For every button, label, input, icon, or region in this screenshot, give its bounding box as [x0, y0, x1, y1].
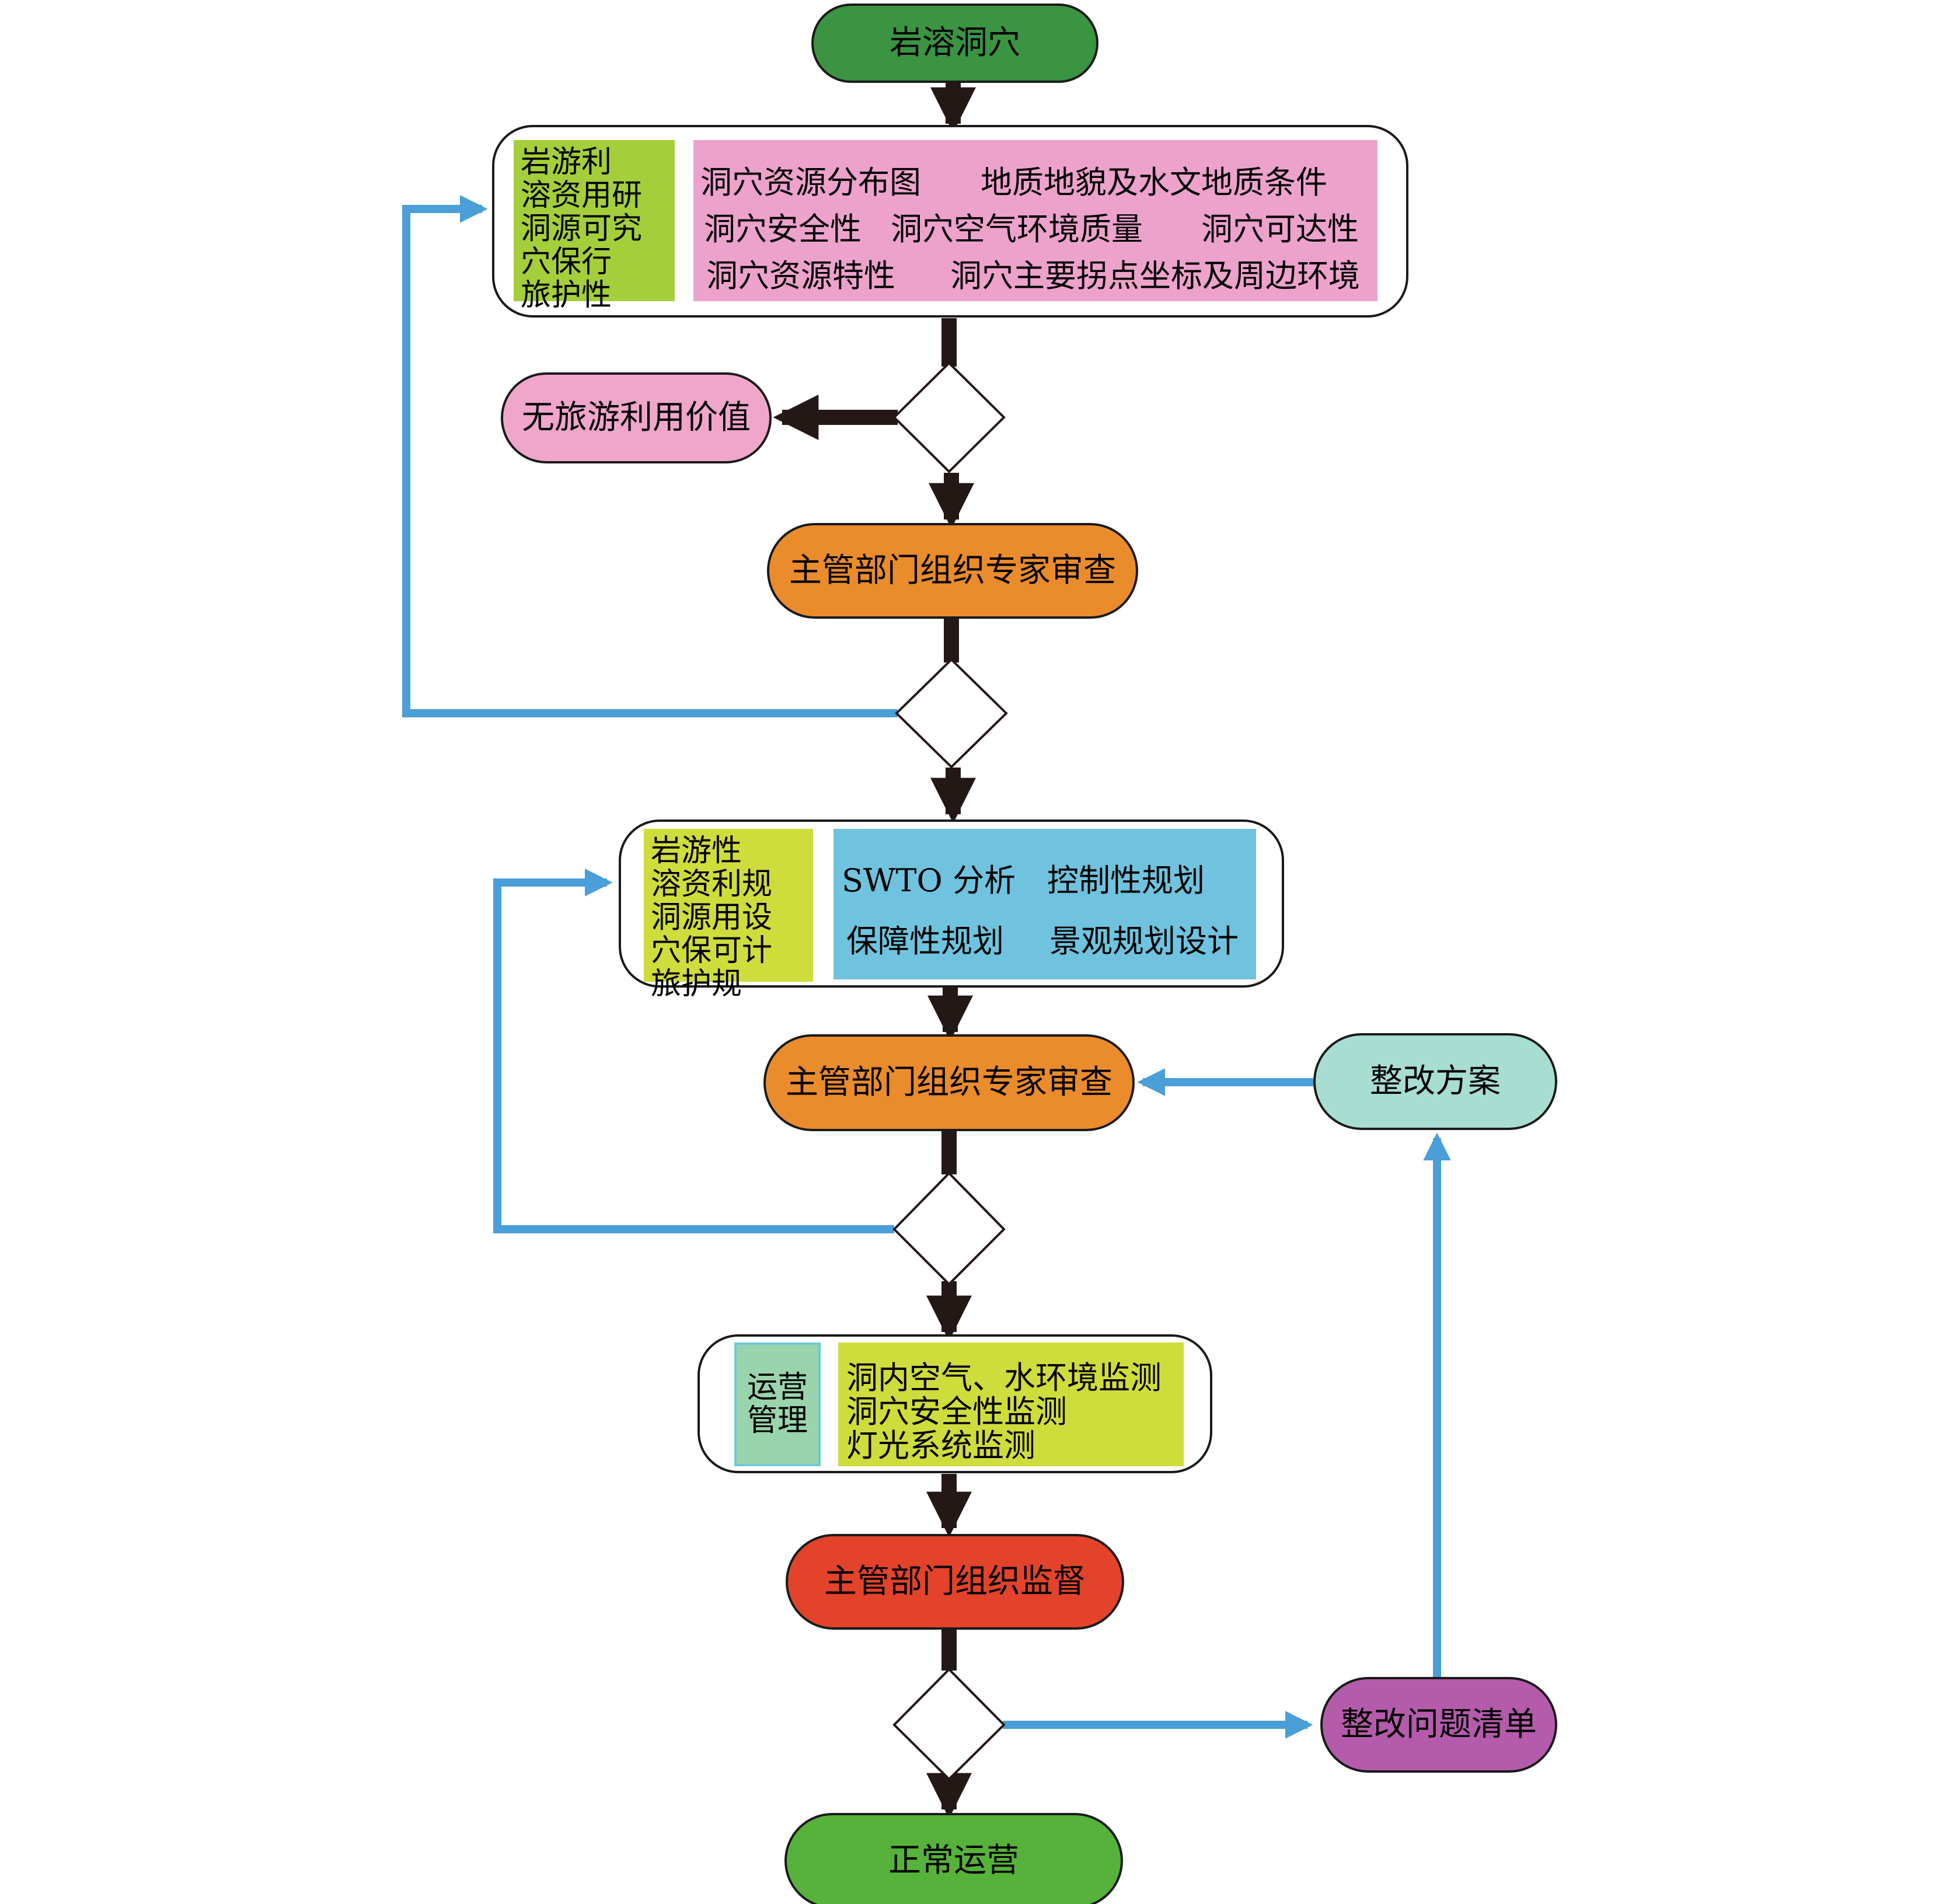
operations-panel: 洞内空气、水环境监测 洞穴安全性监测 灯光系统监测 — [838, 1342, 1184, 1466]
planning-item-landscape-design: 景观规划设计 — [1049, 923, 1239, 960]
research-item-cave-safety: 洞穴安全性 — [704, 211, 862, 247]
end-node: 正常运营 — [784, 1813, 1123, 1904]
planning-item-swto: SWTO 分析 — [842, 862, 1016, 899]
decision-diamond-1 — [892, 361, 1006, 473]
research-item-resource-features: 洞穴资源特性 — [706, 257, 895, 294]
expert-review-node-2: 主管部门组织专家审查 — [763, 1034, 1135, 1131]
operations-item-safety: 洞穴安全性监测 — [846, 1393, 1067, 1430]
decision-diamond-3 — [892, 1171, 1006, 1286]
planning-panel: SWTO 分析 控制性规划 保障性规划 景观规划设计 — [833, 829, 1256, 979]
research-item-coordinates-surroundings: 洞穴主要拐点坐标及周边环境 — [950, 257, 1360, 294]
research-item-geology-hydrology: 地质地貌及水文地质条件 — [981, 164, 1327, 201]
research-panel: 洞穴资源分布图 地质地貌及水文地质条件 洞穴安全性 洞穴空气环境质量 洞穴可达性… — [693, 140, 1377, 301]
issue-list-node: 整改问题清单 — [1320, 1677, 1557, 1773]
planning-item-guarantee-plan: 保障性规划 — [846, 923, 1004, 960]
no-value-node: 无旅游利用价值 — [501, 372, 772, 463]
decision-diamond-4 — [892, 1668, 1006, 1781]
operations-item-air-water: 洞内空气、水环境监测 — [846, 1359, 1162, 1396]
operations-label: 运营 管理 — [734, 1342, 821, 1466]
expert-review-node-1: 主管部门组织专家审查 — [767, 523, 1138, 619]
planning-item-control-plan: 控制性规划 — [1047, 862, 1205, 899]
rectification-plan-node: 整改方案 — [1313, 1033, 1557, 1130]
research-item-accessibility: 洞穴可达性 — [1201, 211, 1359, 247]
operations-item-lighting: 灯光系统监测 — [846, 1427, 1035, 1464]
planning-label: 岩游性 溶资利规 洞源用设 穴保可计 旅护规 — [644, 829, 813, 1001]
decision-diamond-2 — [895, 658, 1008, 769]
research-label: 岩游利 溶资用研 洞源可究 穴保行 旅护性 — [514, 140, 675, 312]
start-node: 岩溶洞穴 — [811, 4, 1098, 83]
feedback-decision3-to-group2 — [493, 869, 894, 1233]
research-item-distribution-map: 洞穴资源分布图 — [700, 164, 921, 201]
supervision-node: 主管部门组织监督 — [786, 1534, 1124, 1630]
research-item-air-quality: 洞穴空气环境质量 — [891, 211, 1143, 247]
feedback-decision2-to-group1 — [402, 195, 898, 717]
